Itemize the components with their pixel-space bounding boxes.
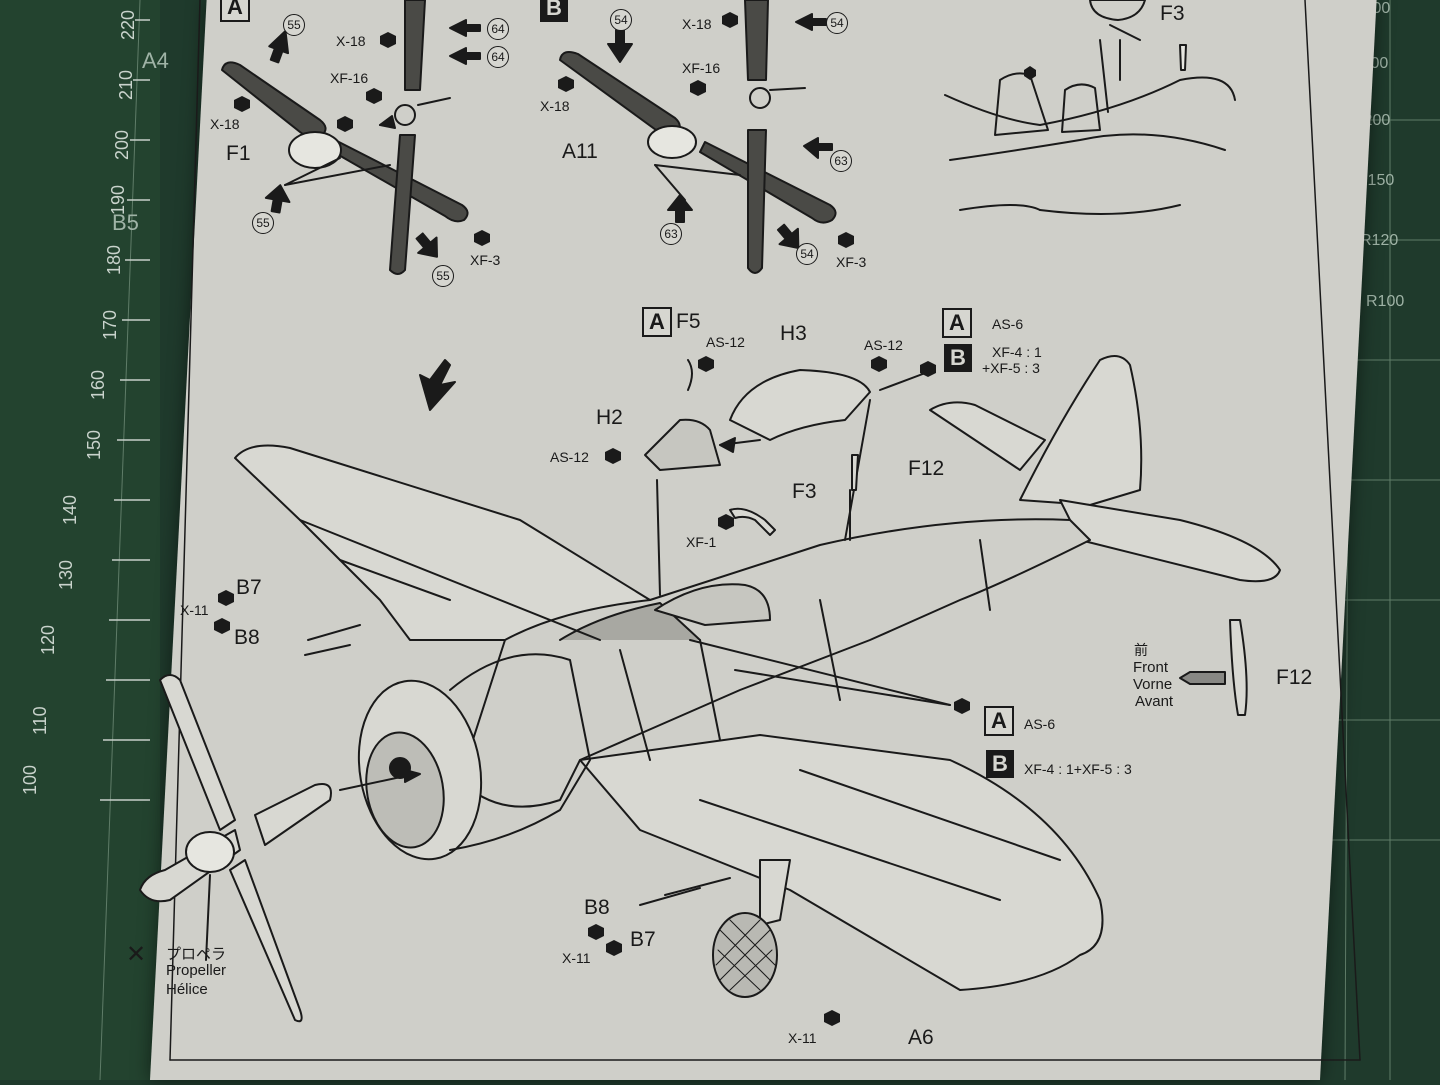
- circled-number: 55: [432, 265, 454, 287]
- part-label: H2: [596, 406, 623, 429]
- circled-number: 63: [830, 150, 852, 172]
- paint-code: XF-16: [330, 70, 369, 86]
- mat-letter: B5: [112, 210, 139, 235]
- cockpit-detail: [944, 0, 1236, 215]
- part-label: B7: [630, 928, 656, 951]
- canopy-parts: [339, 359, 1248, 791]
- circled-number: 55: [283, 14, 305, 36]
- paint-code: X-11: [562, 950, 591, 966]
- step-b-box: B: [540, 0, 568, 22]
- part-label: F12: [1276, 666, 1313, 689]
- paint-code: AS-12: [550, 449, 589, 465]
- circled-number: 64: [487, 18, 509, 40]
- paint-code: AS-6: [1024, 716, 1056, 732]
- paint-code: AS-12: [706, 334, 745, 350]
- paint-code: XF-1: [686, 534, 717, 550]
- antenna-fr: Avant: [1135, 693, 1174, 710]
- canopy-paint-box-a: A: [942, 308, 972, 338]
- paint-code: X-18: [336, 33, 366, 49]
- paint-code: X-11: [788, 1030, 817, 1046]
- paint-code: XF-4 : 1+XF-5 : 3: [1024, 761, 1132, 777]
- part-label: F12: [908, 457, 945, 480]
- paint-code: X-18: [682, 16, 712, 32]
- antenna-jp: 前: [1134, 642, 1148, 658]
- circled-number: 54: [610, 9, 632, 31]
- circled-number: 54: [826, 12, 848, 34]
- part-label: B8: [584, 896, 610, 919]
- no-glue-icon: ✕: [126, 941, 147, 968]
- part-label: F3: [1160, 2, 1185, 25]
- propeller-assembly: [139, 674, 332, 1023]
- part-label: F3: [792, 480, 817, 503]
- antenna-en: Front: [1133, 659, 1169, 676]
- part-label: F1: [226, 142, 251, 165]
- part-label: B7: [236, 576, 262, 599]
- paint-code: XF-16: [682, 60, 721, 76]
- paint-code: X-18: [540, 98, 570, 114]
- fuselage-box-b: B: [986, 750, 1014, 778]
- propeller-jp: プロペラ: [166, 946, 227, 963]
- circled-number: 64: [487, 46, 509, 68]
- paint-code: XF-3: [470, 252, 501, 268]
- propeller-b: [559, 0, 837, 274]
- canopy-paint-box-b: B: [944, 344, 972, 372]
- mat-letter: A4: [142, 48, 169, 73]
- part-label: A6: [908, 1026, 934, 1049]
- aircraft-main: [234, 355, 1281, 998]
- step-a-box: A: [220, 0, 250, 22]
- antenna-de: Vorne: [1133, 676, 1173, 693]
- paint-code: AS-6: [992, 316, 1024, 332]
- fuselage-box-a: A: [984, 706, 1014, 736]
- canopy-box-a: A: [642, 307, 672, 337]
- propeller-fr: Hélice: [166, 981, 208, 998]
- mat-radius-label: R100: [1366, 293, 1405, 310]
- paint-code: X-18: [210, 116, 240, 132]
- paint-code: +XF-5 : 3: [982, 360, 1040, 376]
- part-label: H3: [780, 322, 807, 345]
- part-label: A11: [562, 140, 598, 163]
- circled-number: 55: [252, 212, 274, 234]
- mat-radius-label: R120: [1360, 232, 1399, 249]
- propeller-a: [221, 0, 481, 275]
- paint-code: XF-3: [836, 254, 867, 270]
- paint-markers: [214, 12, 1036, 1026]
- paint-code: XF-4 : 1: [992, 344, 1042, 360]
- circled-number: 63: [660, 223, 682, 245]
- circled-number: 54: [796, 243, 818, 265]
- propeller-en: Propeller: [166, 962, 227, 979]
- paint-code: X-11: [180, 602, 209, 618]
- part-label: B8: [234, 626, 260, 649]
- paint-code: AS-12: [864, 337, 903, 353]
- part-label: F5: [676, 310, 701, 333]
